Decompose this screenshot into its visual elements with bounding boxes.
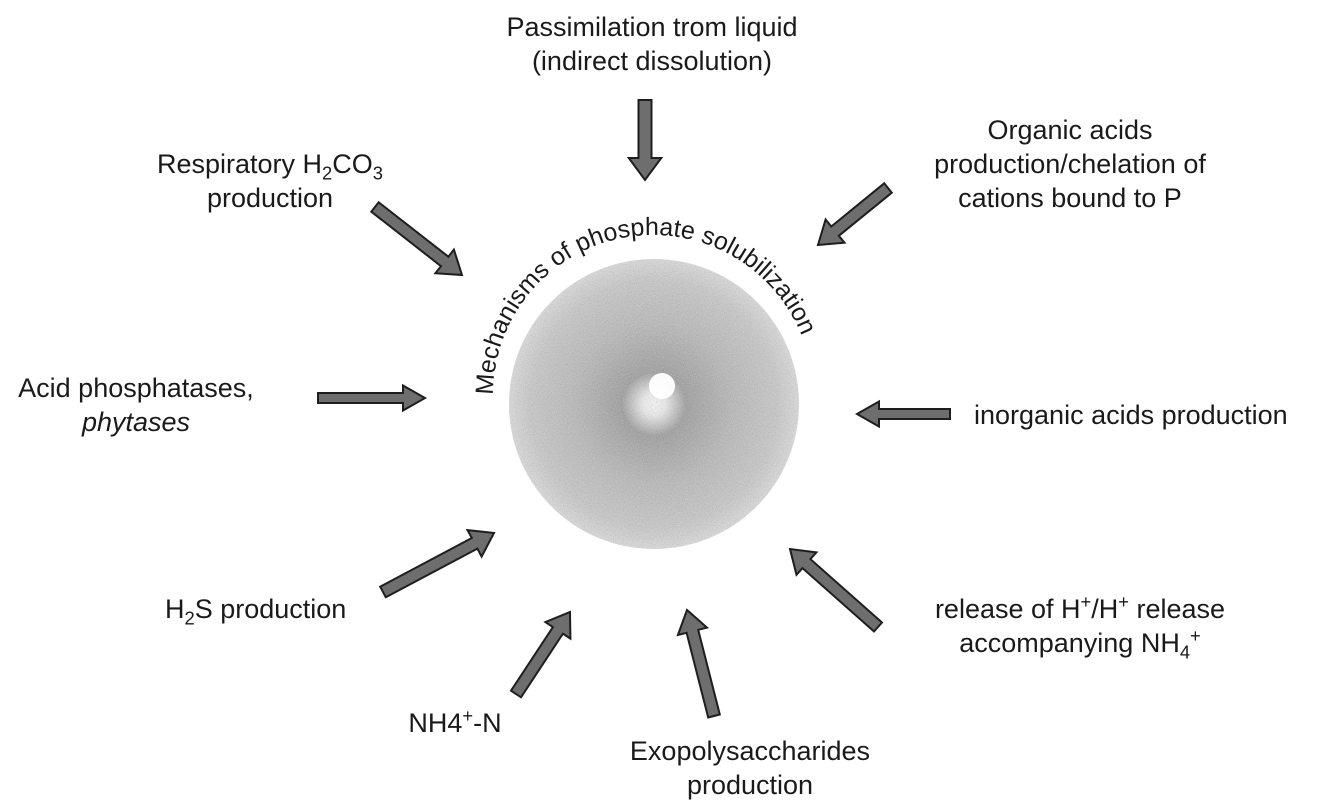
arrow-respiratory	[369, 200, 464, 277]
label-inorganic-acids: inorganic acids production	[974, 400, 1288, 430]
arrow-exopolysaccharides	[676, 608, 722, 719]
arrow-passimilation	[626, 99, 664, 182]
arrow-release-h-plus	[788, 547, 884, 633]
label-acid-phosphatases: Acid phosphatases, phytases	[18, 373, 254, 437]
label-nh4-n: NH4+-N	[408, 705, 502, 738]
label-respiratory-h2co3: Respiratory H2CO3 production	[157, 149, 383, 213]
arrow-h2s	[378, 528, 496, 599]
arrow-inorganic-acids	[854, 399, 951, 429]
label-exopolysaccharides: Exopolysaccharides production	[629, 736, 871, 800]
label-organic-acids: Organic acids production/chelation of ca…	[934, 115, 1206, 213]
label-h2s-production: H2S production	[165, 594, 347, 629]
arrow-acid-phosphatases	[317, 383, 428, 413]
solubilization-disc	[509, 259, 799, 549]
arrows-group	[317, 99, 951, 719]
label-release-h-plus: release of H+/H+ release accompanying NH…	[934, 591, 1226, 663]
label-passimilation: Passimilation trom liquid (indirect diss…	[506, 12, 798, 76]
arrow-organic-acids	[816, 181, 894, 247]
arrow-nh4-n	[509, 610, 572, 699]
